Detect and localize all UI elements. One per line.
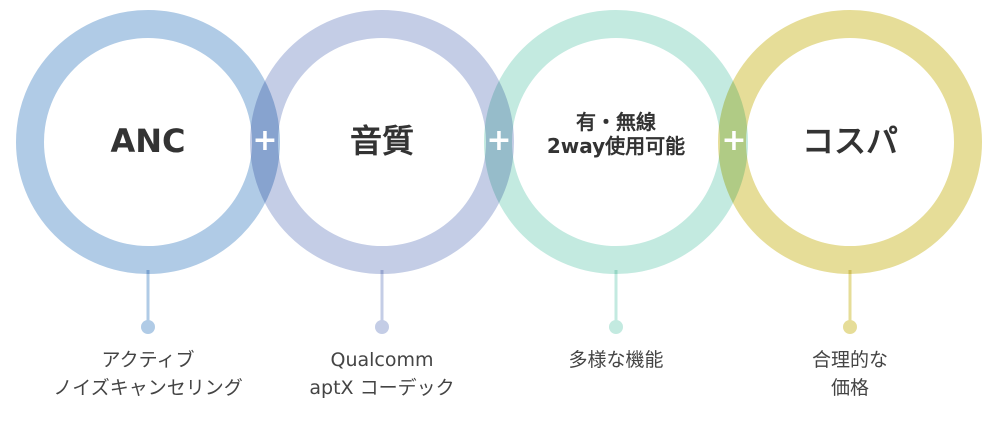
plus-icon: + [721, 123, 747, 158]
caption-price: 合理的な 価格 [730, 346, 970, 402]
circle-title-cost-performance: コスパ [801, 122, 898, 160]
caption-line: アクティブ [101, 349, 195, 371]
caption-features: 多様な機能 [496, 346, 736, 374]
feature-ring [718, 10, 982, 274]
title-line-1: 有・無線 [576, 110, 656, 134]
caption-line: ノイズキャンセリング [53, 377, 243, 399]
circle-title-anc: ANC [110, 122, 186, 160]
caption-line: 価格 [830, 377, 869, 399]
caption-sound-quality: Qualcomm aptX コーデック [262, 346, 502, 402]
plus-icon: + [252, 123, 278, 158]
caption-line: 合理的な [811, 349, 888, 371]
plus-icon: + [486, 123, 512, 158]
caption-line: 多様な機能 [568, 349, 664, 371]
connector-dot [141, 320, 155, 334]
caption-line: aptX コーデック [309, 377, 455, 399]
caption-line: Qualcomm [330, 349, 434, 371]
connector-dot [843, 320, 857, 334]
title-line-2: 2way使用可能 [546, 134, 686, 158]
connector-dot [375, 320, 389, 334]
connector-dot [609, 320, 623, 334]
circle-title-wired-wireless: 有・無線 2way使用可能 [516, 110, 716, 158]
circle-title-sound-quality: 音質 [349, 122, 414, 160]
caption-anc: アクティブ ノイズキャンセリング [28, 346, 268, 402]
